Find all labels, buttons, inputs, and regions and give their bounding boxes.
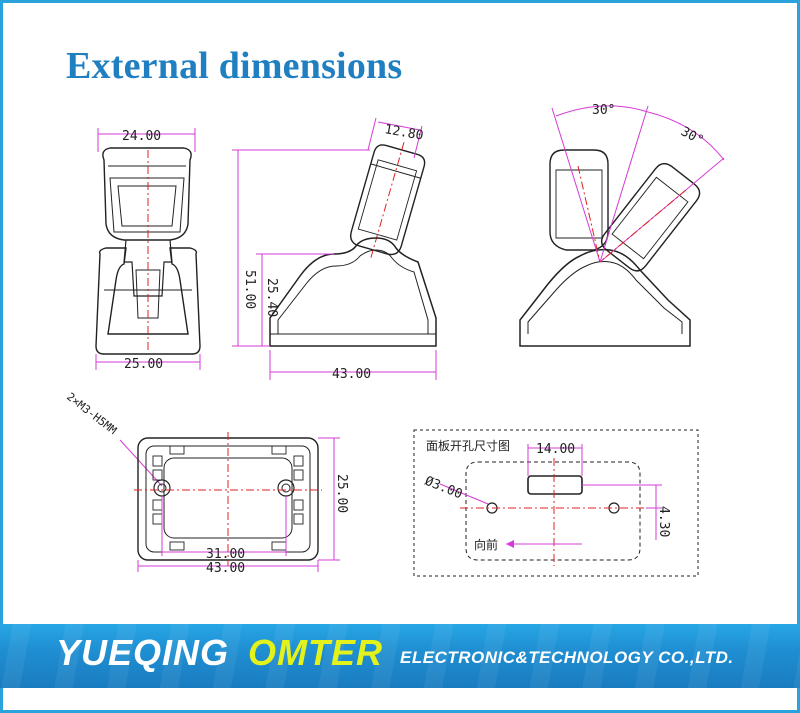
tilt-head-upright-inner: [555, 169, 603, 239]
side-head-centerline: [369, 142, 405, 260]
panel-offset-label: 4.30: [656, 506, 671, 537]
side-base-outline: [269, 237, 437, 347]
mount-hole-right-inner: [281, 483, 291, 493]
bottom-view: 2×M3-H5MM 31.00 43.00: [64, 390, 349, 576]
panel-direction-label: 向前: [474, 537, 498, 552]
brand-omter: OMTER: [248, 632, 383, 673]
front-width-top-label: 24.00: [122, 129, 161, 144]
side-head-outline: [350, 144, 426, 256]
side-base-width-label: 43.00: [332, 367, 371, 382]
front-view: 24.00 25.00: [95, 128, 201, 372]
bottom-hole-spacing-label: 31.00: [206, 547, 245, 562]
tilt-ray-left: [551, 107, 601, 263]
tilt-base-outline: [519, 248, 691, 347]
panel-slot-width-label: 14.00: [536, 442, 575, 457]
tilt-arc-left: [555, 105, 649, 117]
side-height-total-label: 51.00: [242, 270, 257, 309]
side-view: 12.80 51.00 25.40 43.00: [232, 117, 437, 382]
side-dim-head-line: [377, 121, 421, 131]
tilt-angle-right-label: 30°: [678, 124, 706, 148]
tilt-head-tilted-inner: [611, 176, 689, 260]
bottom-pads: [152, 445, 304, 551]
brand-yueqing: YUEQING: [56, 632, 230, 673]
tilt-arc-right: [647, 111, 725, 161]
tilt-centerline-1: [577, 165, 601, 263]
mount-leader: [119, 439, 163, 487]
front-head-window: [109, 177, 185, 233]
front-neck-slot: [135, 269, 161, 319]
tilt-head-tilted: [601, 162, 701, 272]
tilt-centerline-2: [599, 189, 687, 263]
tilt-angle-left-label: 30°: [592, 103, 615, 118]
front-base-outline: [95, 247, 201, 355]
front-head-window-inner: [117, 185, 177, 227]
mount-hole-left-inner: [157, 483, 167, 493]
page-title: External dimensions: [66, 45, 403, 87]
bottom-depth-label: 25.00: [334, 474, 349, 513]
brand-tagline: ELECTRONIC&TECHNOLOGY CO.,LTD.: [400, 648, 734, 667]
panel-heading: 面板开孔尺寸图: [426, 439, 510, 453]
tilt-head-upright: [549, 149, 609, 251]
mount-hole-left: [153, 479, 171, 497]
bottom-length-label: 43.00: [206, 561, 245, 576]
side-base-inner: [277, 249, 429, 334]
panel-slot: [527, 475, 583, 495]
tilt-base-inner: [527, 261, 683, 334]
side-head-rim: [370, 163, 421, 179]
panel-dia-leader: [439, 483, 489, 505]
panel-hole-dia-label: Ø3.00: [423, 474, 465, 503]
front-width-bottom-label: 25.00: [124, 357, 163, 372]
side-height-base-label: 25.40: [264, 278, 279, 317]
company-banner: YUEQING OMTER ELECTRONIC&TECHNOLOGY CO.,…: [0, 624, 800, 688]
tilt-view: 30° 30°: [519, 103, 725, 347]
banner-stripes: [0, 624, 800, 688]
side-dim-head-ext-left: [367, 117, 377, 151]
bottom-recess: [163, 457, 293, 539]
side-dim-head-ext-right: [413, 125, 423, 159]
side-head-width-label: 12.80: [383, 122, 424, 144]
panel-cutout-view: 面板开孔尺寸图 14.00 Ø3.00 4.30 向前: [413, 429, 699, 577]
front-head-outline: [102, 147, 192, 241]
panel-outline: [465, 461, 641, 561]
mount-hole-label: 2×M3-H5MM: [64, 390, 119, 437]
side-head-inner: [357, 159, 418, 241]
panel-frame: [413, 429, 699, 577]
tilt-ray-mid: [599, 105, 649, 263]
panel-forward-arrowhead: [506, 540, 514, 548]
